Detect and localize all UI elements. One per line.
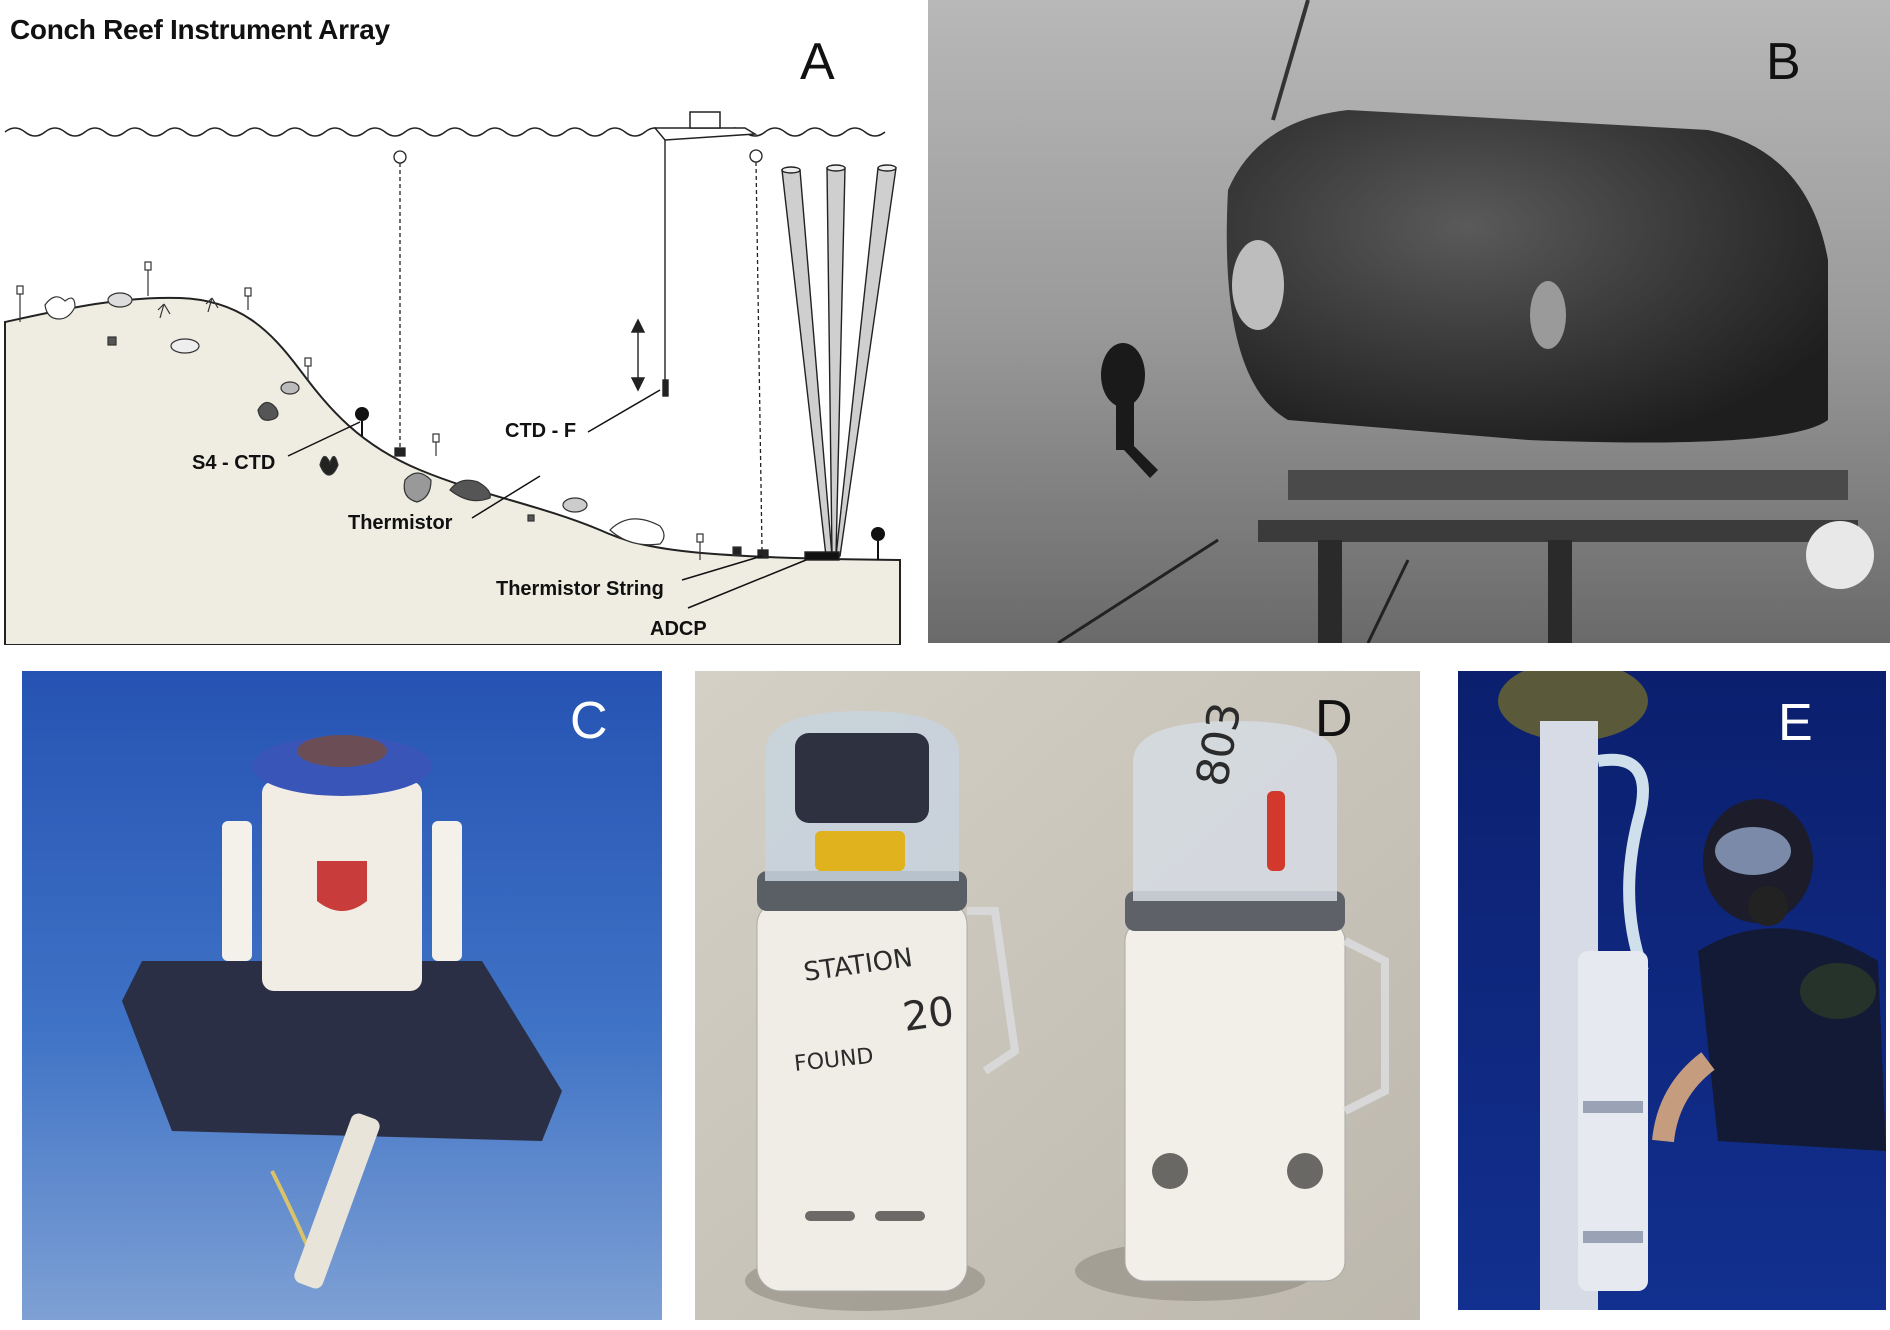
seabed-profile — [4, 296, 901, 645]
panel-label-c: C — [570, 692, 608, 750]
panel-label-b: B — [1766, 33, 1801, 91]
logger-left — [756, 711, 1020, 1292]
label-thermistor-string: Thermistor String — [496, 578, 664, 600]
marker-stakes — [16, 261, 704, 560]
diver-ctd-photo — [1458, 671, 1886, 1310]
adcp-beams — [781, 164, 897, 561]
logger-photo: 803 STATION 20 FOUND — [695, 671, 1420, 1320]
panel-label-a: A — [800, 33, 835, 91]
panel-a-diagram: Conch Reef Instrument Array A CTD - F S4… — [0, 0, 905, 645]
s4-ctd-marker — [355, 407, 885, 560]
label-leader-lines — [287, 389, 807, 609]
boat-icon — [653, 111, 758, 141]
panel-c-photo: C — [22, 671, 662, 1320]
label-ctd-f: CTD - F — [505, 420, 577, 442]
reef-diagram — [4, 111, 901, 645]
ctd-f-profiler — [630, 140, 669, 397]
label-thermistor: Thermistor — [348, 512, 453, 534]
panel-label-d: D — [1315, 690, 1353, 748]
diver-silhouette — [1101, 343, 1158, 478]
logger-right — [1124, 721, 1389, 1282]
panel-label-e: E — [1778, 694, 1813, 752]
label-adcp: ADCP — [650, 618, 707, 640]
thermistor-mooring-2 — [749, 149, 769, 559]
panel-a-title: Conch Reef Instrument Array — [10, 14, 390, 45]
habitat-hull — [1226, 110, 1828, 443]
concrete-base — [122, 961, 562, 1141]
s4-ctd-photo — [22, 671, 662, 1320]
thermistor-mooring-1 — [393, 150, 407, 457]
ink-number-20: 20 — [900, 988, 957, 1041]
panel-e-photo: E — [1458, 671, 1886, 1310]
habitat-photo — [928, 0, 1890, 643]
reef-features — [44, 292, 742, 556]
panel-b-photo: B — [928, 0, 1890, 643]
label-s4-ctd: S4 - CTD — [192, 452, 276, 474]
panel-d-photo: 803 STATION 20 FOUND D — [695, 671, 1420, 1320]
diver-figure — [1652, 799, 1886, 1151]
